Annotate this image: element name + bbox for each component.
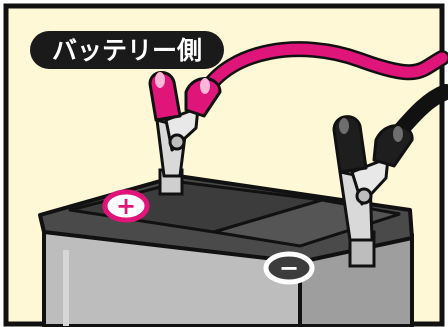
negative-terminal-marker: − xyxy=(266,254,312,282)
negative-symbol: − xyxy=(279,254,299,282)
panel-title-label: バッテリー側 xyxy=(30,31,224,69)
panel-title: バッテリー側 xyxy=(52,36,202,65)
positive-terminal-marker: + xyxy=(105,192,147,220)
positive-symbol: + xyxy=(116,192,136,220)
